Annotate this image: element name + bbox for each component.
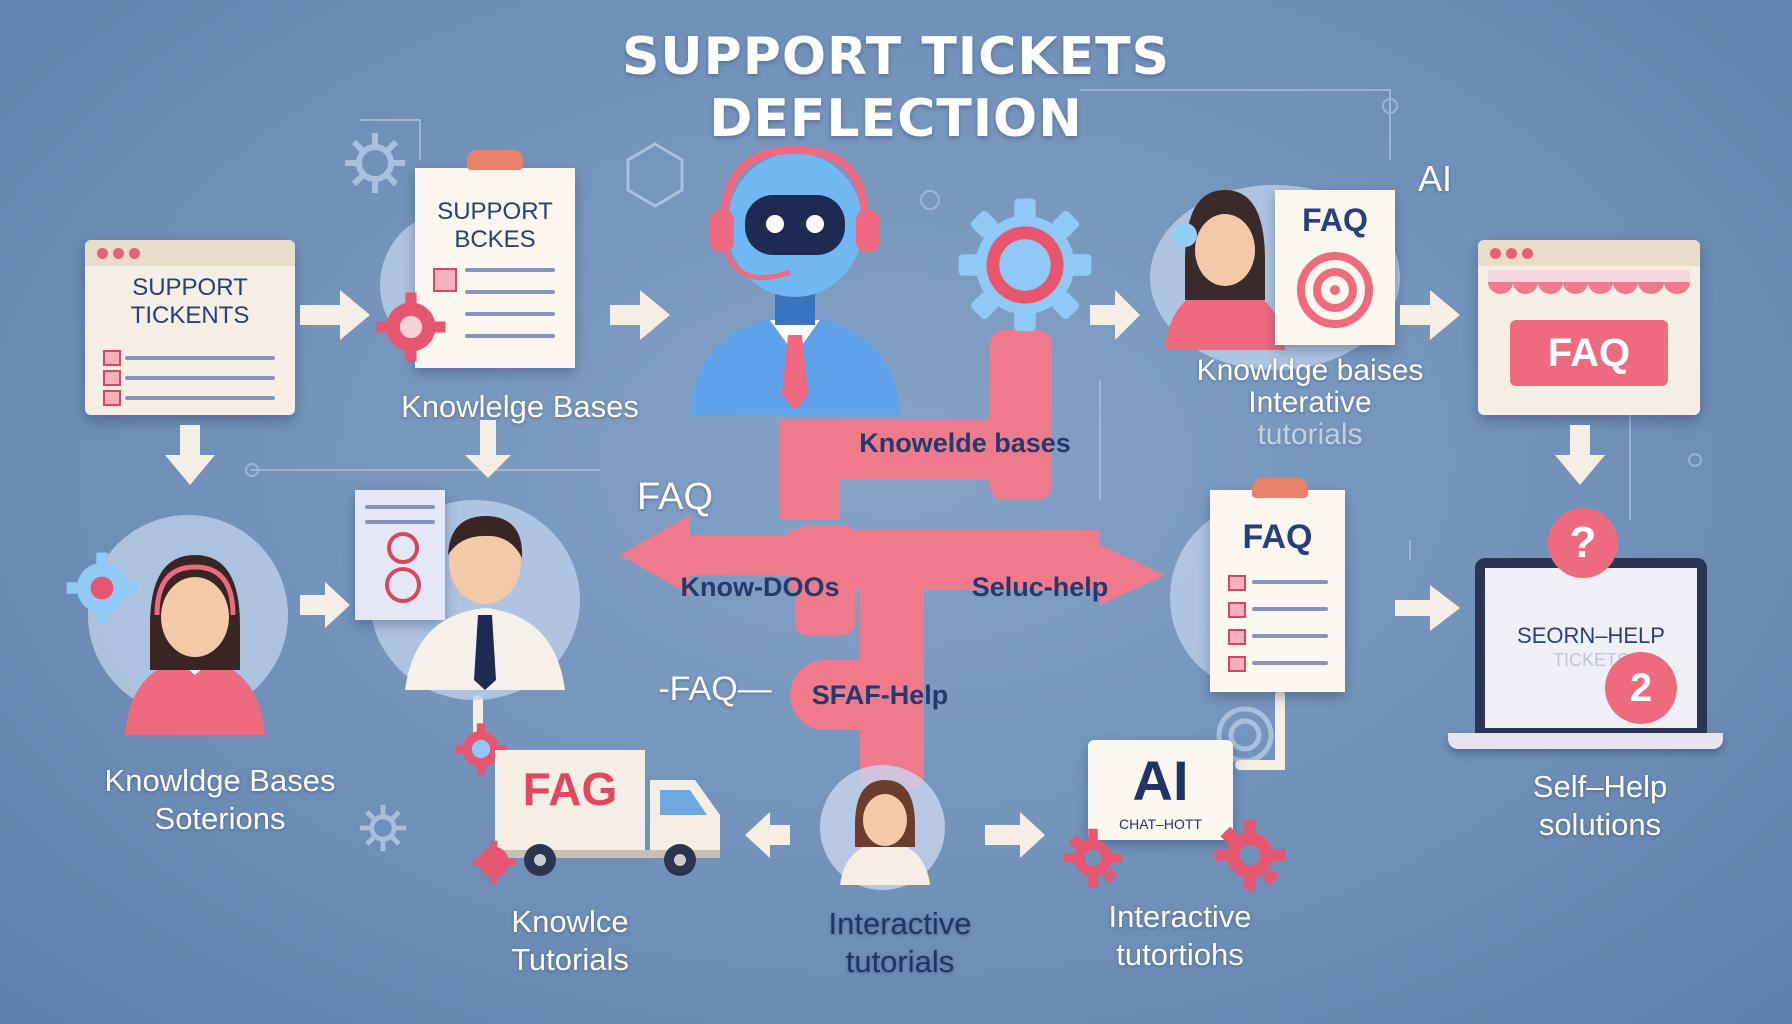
faq-agent-avatar — [1165, 190, 1285, 350]
faq-sign: FAQ — [1510, 320, 1668, 386]
gear-icon-ai-left — [1063, 828, 1123, 888]
delivery-truck-icon — [495, 750, 720, 876]
gear-icon-truck-top — [455, 723, 507, 775]
support-doc-label: Knowlelge Bases — [401, 389, 639, 424]
faq-agent-label: Knowldge baises Interative tutorials — [1196, 354, 1424, 451]
faq-store-window: FAQ — [1478, 240, 1700, 415]
hub-label-faq-lower: -FAQ— — [658, 670, 772, 708]
review-document — [355, 490, 445, 620]
count-badge: 2 — [1605, 652, 1677, 724]
faq-center-label: FAQ — [636, 476, 714, 518]
hub-label-bottom: SFAF-Help — [811, 680, 949, 710]
window-title: SUPPORT TICKENTS — [130, 274, 250, 329]
laptop-screen: SEORN–HELP TICKETS — [1475, 558, 1707, 733]
question-badge: ? — [1548, 508, 1618, 578]
decorative-gear-icon-3 — [359, 804, 407, 852]
decorative-hexagon-icon — [626, 142, 684, 208]
gear-icon-truck — [472, 840, 516, 884]
laptop-label: Self–Help solutions — [1532, 769, 1668, 842]
gear-icon — [376, 292, 446, 362]
ai-text: AI — [1417, 158, 1452, 199]
hub-label-left: Know-DOOs — [680, 572, 840, 602]
faq-checklist: FAQ — [1210, 490, 1345, 692]
support-tickets-window: SUPPORT TICKENTS — [85, 240, 295, 415]
hub-label-right: Seluc-help — [971, 572, 1109, 602]
ai-chatbot-card: AI CHAT–HOTT — [1088, 740, 1233, 840]
decorative-gear-icon — [345, 133, 405, 193]
left-agent-avatar — [125, 555, 265, 735]
faq-card: FAQ — [1275, 190, 1395, 345]
gear-icon-left — [66, 552, 138, 624]
ai-chatbot-label: Interactive tutortiohs — [1108, 899, 1252, 972]
settings-gear-icon — [958, 198, 1092, 332]
title-line-2: DEFLECTION — [709, 89, 1083, 149]
chatbot-agent-avatar — [690, 145, 900, 415]
male-agent-avatar — [405, 515, 565, 690]
title-line-1: SUPPORT TICKETS — [621, 27, 1171, 87]
truck-label: Knowlce Tutorials — [511, 904, 629, 977]
support-document: SUPPORT BCKES — [415, 168, 575, 368]
center-person-avatar — [840, 780, 930, 885]
center-person-label: Interactive tutorials — [828, 906, 972, 979]
left-agent-label: Knowldge Bases Soterions — [104, 763, 336, 836]
hub-label-top: Knowelde bases — [859, 428, 1071, 458]
truck-card: FAG — [522, 763, 618, 815]
laptop-base — [1448, 733, 1723, 749]
diagram-title: SUPPORT TICKETS DEFLECTION — [0, 26, 1792, 150]
gear-icon-ai-right — [1214, 819, 1286, 891]
